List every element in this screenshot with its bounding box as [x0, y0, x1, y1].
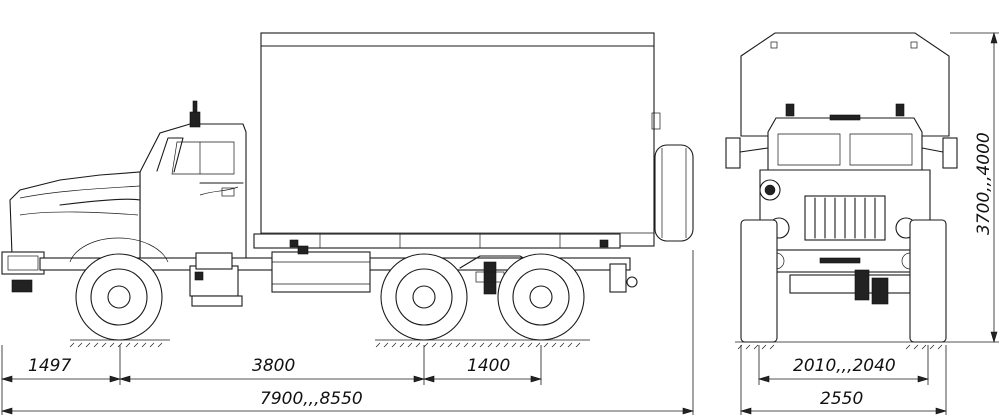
- cab: [139, 100, 247, 263]
- grille: [804, 195, 886, 241]
- front-wheel: [69, 237, 169, 341]
- dim-wheelbase-rear: 1400: [467, 356, 510, 376]
- dim-overall-length: 7900,,,8550: [260, 389, 363, 409]
- hood-front: [1, 171, 141, 293]
- cargo-body: [253, 32, 661, 249]
- dim-overall-height: 3700,,,4000: [974, 132, 994, 235]
- spare-wheel: [654, 144, 694, 242]
- right-front-tire: [909, 219, 947, 343]
- left-front-tire: [740, 219, 778, 343]
- dim-overall-width: 2550: [820, 389, 863, 409]
- dim-track-width: 2010,,,2040: [793, 356, 896, 376]
- rear-wheel: [497, 253, 585, 341]
- dim-front-overhang: 1497: [28, 356, 71, 376]
- right-mirror: [942, 137, 958, 169]
- side-view: [1, 32, 694, 348]
- dim-wheelbase-front: 3800: [252, 356, 295, 376]
- front-view: [725, 32, 958, 350]
- left-mirror: [725, 137, 741, 169]
- dimension-lines: [0, 31, 999, 415]
- side-ground: [69, 339, 590, 348]
- middle-wheel: [380, 253, 468, 341]
- chassis-frame: [39, 245, 638, 307]
